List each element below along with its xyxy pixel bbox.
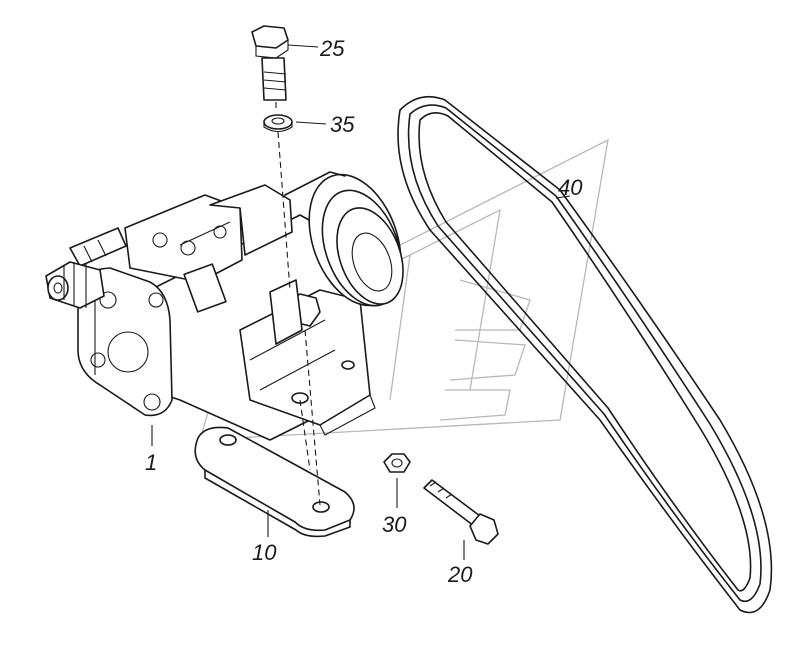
callout-20: 20 [447, 562, 473, 587]
callout-30: 30 [382, 512, 407, 537]
assembly-centerlines [275, 102, 321, 506]
callout-1: 1 [145, 450, 157, 475]
power-steering-pump [45, 171, 404, 441]
callout-25: 25 [319, 36, 345, 61]
nut-30 [383, 453, 411, 473]
bolt-25 [251, 25, 289, 101]
v-belt-40 [397, 95, 773, 614]
callout-10: 10 [252, 540, 277, 565]
washer-35 [263, 114, 293, 133]
leader-lines [151, 44, 571, 560]
bolt-20 [423, 479, 499, 545]
callout-40: 40 [558, 175, 583, 200]
bracket-plate [194, 426, 355, 538]
callout-35: 35 [330, 112, 355, 137]
